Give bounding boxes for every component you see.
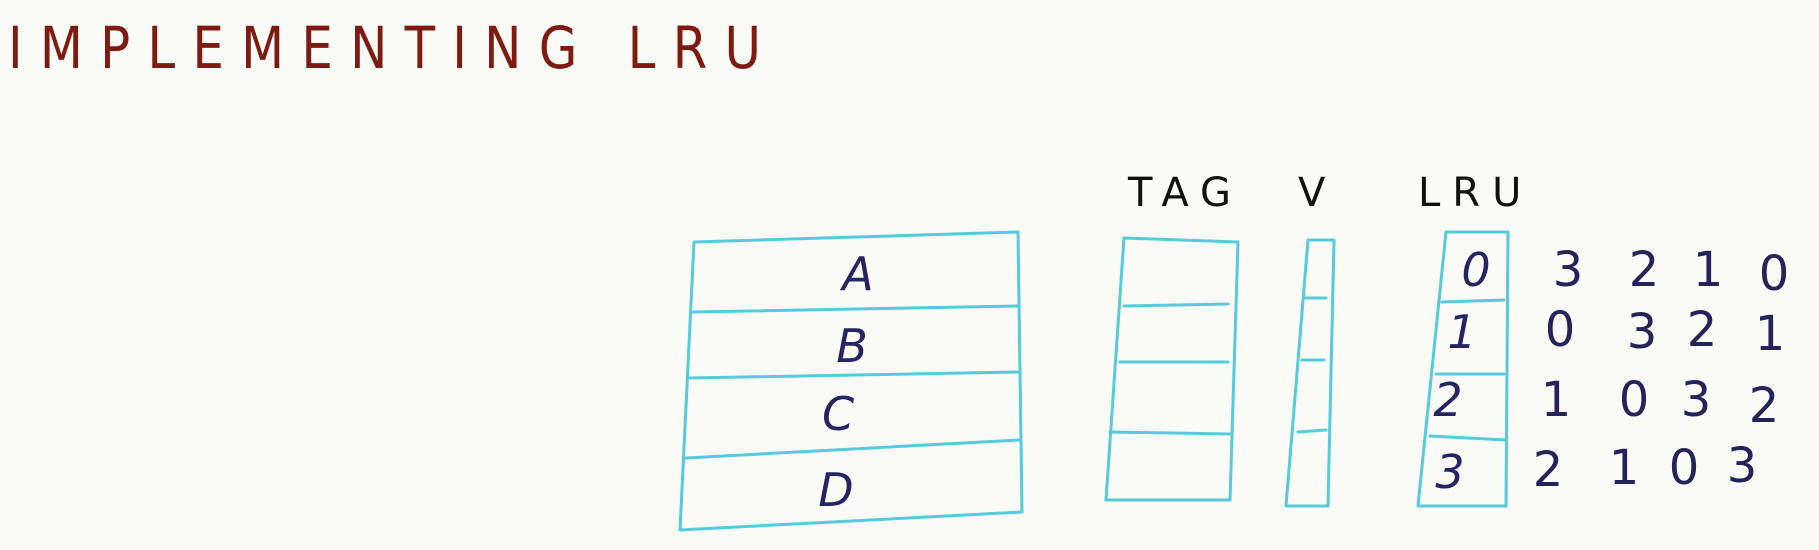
lru-sequence-value: 2 [1628, 242, 1660, 298]
data-block-outline [678, 230, 1024, 532]
tag-column-header: TAG [1128, 170, 1243, 216]
lru-sequence-value: 0 [1758, 246, 1790, 302]
block-label: D [818, 463, 854, 517]
lru-sequence-value: 0 [1668, 440, 1700, 496]
lru-sequence-value: 3 [1726, 438, 1758, 494]
lru-sequence-value: 0 [1618, 372, 1650, 428]
lru-counter: 1 [1447, 305, 1477, 359]
data-block-divider [688, 370, 1022, 380]
valid-column-divider [1296, 428, 1328, 434]
lru-sequence-value: 0 [1544, 302, 1576, 358]
valid-column-header: V [1298, 170, 1338, 216]
lru-sequence-value: 1 [1540, 372, 1572, 428]
data-block-divider [690, 304, 1020, 314]
lru-column-divider [1440, 298, 1506, 304]
lru-counter: 0 [1461, 243, 1491, 297]
lru-sequence-value: 2 [1748, 378, 1780, 434]
valid-column-outline [1284, 238, 1336, 508]
lru-sequence-value: 2 [1532, 442, 1564, 498]
lru-counter: 3 [1435, 445, 1465, 499]
page-title: IMPLEMENTING LRU [8, 14, 779, 82]
lru-counter: 2 [1433, 373, 1463, 427]
lru-column-header: LRU [1418, 170, 1534, 216]
tag-column-divider [1122, 302, 1230, 308]
block-label: C [821, 387, 855, 441]
lru-column-outline [1416, 230, 1510, 508]
block-label: B [836, 319, 868, 373]
lru-sequence-value: 2 [1686, 302, 1718, 358]
tag-column-outline [1104, 236, 1240, 502]
lru-column-divider [1428, 434, 1508, 442]
block-label: A [842, 247, 874, 301]
lru-sequence-value: 3 [1552, 242, 1584, 298]
lru-sequence-value: 1 [1608, 440, 1640, 496]
lru-sequence-value: 3 [1626, 304, 1658, 360]
lru-sequence-value: 1 [1754, 306, 1786, 362]
lru-sequence-value: 1 [1692, 242, 1724, 298]
data-block-divider [684, 438, 1022, 460]
lru-sequence-value: 3 [1680, 372, 1712, 428]
tag-column-divider [1108, 430, 1232, 436]
